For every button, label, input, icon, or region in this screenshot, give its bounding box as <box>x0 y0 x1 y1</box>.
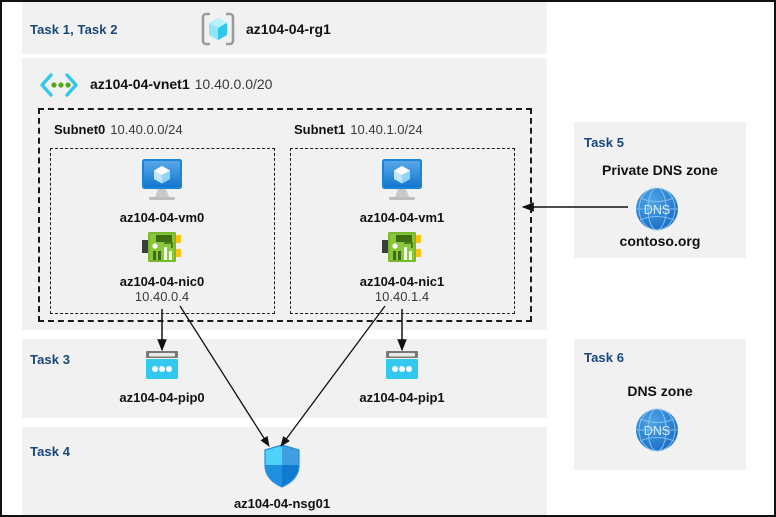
nic0-node: az104-04-nic0 10.40.0.4 <box>82 227 242 304</box>
resource-group-icon <box>199 10 237 48</box>
nic1-ip: 10.40.1.4 <box>374 289 430 304</box>
public-ip-address-icon <box>142 349 182 388</box>
network-security-group-icon <box>261 443 303 494</box>
resource-group-name: az104-04-rg1 <box>246 21 331 37</box>
vnet-panel <box>22 58 547 330</box>
network-interface-icon <box>380 227 424 272</box>
vm1-label: az104-04-vm1 <box>359 210 445 225</box>
pip0-node: az104-04-pip0 <box>82 349 242 405</box>
virtual-machine-icon <box>376 157 428 208</box>
vnet-name: az104-04-vnet1 <box>90 76 190 92</box>
task-label-1-2: Task 1, Task 2 <box>30 22 118 37</box>
vm0-label: az104-04-vm0 <box>119 210 205 225</box>
task6-heading: DNS zone <box>627 383 693 399</box>
dns-icon-text: DNS <box>644 424 670 438</box>
nic1-node: az104-04-nic1 10.40.1.4 <box>322 227 482 304</box>
task-label-4: Task 4 <box>30 444 71 459</box>
task-label-6: Task 6 <box>584 350 625 365</box>
vnet-cidr: 10.40.0.0/20 <box>194 76 273 92</box>
subnet1-cidr: 10.40.1.0/24 <box>350 122 423 137</box>
subnet0-name: Subnet0 <box>54 122 106 137</box>
task5-zone-name: contoso.org <box>619 233 701 249</box>
nic0-ip: 10.40.0.4 <box>134 289 190 304</box>
network-interface-icon <box>140 227 184 272</box>
subnet0-title: Subnet0 10.40.0.0/24 <box>54 122 183 137</box>
virtual-machine-icon <box>136 157 188 208</box>
subnet1-title: Subnet1 10.40.1.0/24 <box>294 122 423 137</box>
subnet0-cidr: 10.40.0.0/24 <box>110 122 183 137</box>
dns-zone-icon: DNS <box>632 184 682 234</box>
dns-zone-icon: DNS <box>632 405 682 455</box>
vnet-title: az104-04-vnet1 10.40.0.0/20 <box>90 76 272 92</box>
vm1-node: az104-04-vm1 <box>322 157 482 225</box>
task-label-5: Task 5 <box>584 135 625 150</box>
nsg-node: az104-04-nsg01 <box>202 443 362 511</box>
nic0-label: az104-04-nic0 <box>119 274 205 289</box>
vm0-node: az104-04-vm0 <box>82 157 242 225</box>
resource-group-panel <box>22 2 547 54</box>
dns-icon-text: DNS <box>644 203 670 217</box>
nsg-label: az104-04-nsg01 <box>233 496 331 511</box>
pip1-node: az104-04-pip1 <box>322 349 482 405</box>
pip0-label: az104-04-pip0 <box>119 390 205 405</box>
subnet1-name: Subnet1 <box>294 122 346 137</box>
nic1-label: az104-04-nic1 <box>359 274 445 289</box>
task5-heading: Private DNS zone <box>602 162 718 178</box>
task-label-3: Task 3 <box>30 352 71 367</box>
pip1-label: az104-04-pip1 <box>359 390 445 405</box>
public-ip-address-icon <box>382 349 422 388</box>
virtual-network-icon <box>38 72 80 98</box>
